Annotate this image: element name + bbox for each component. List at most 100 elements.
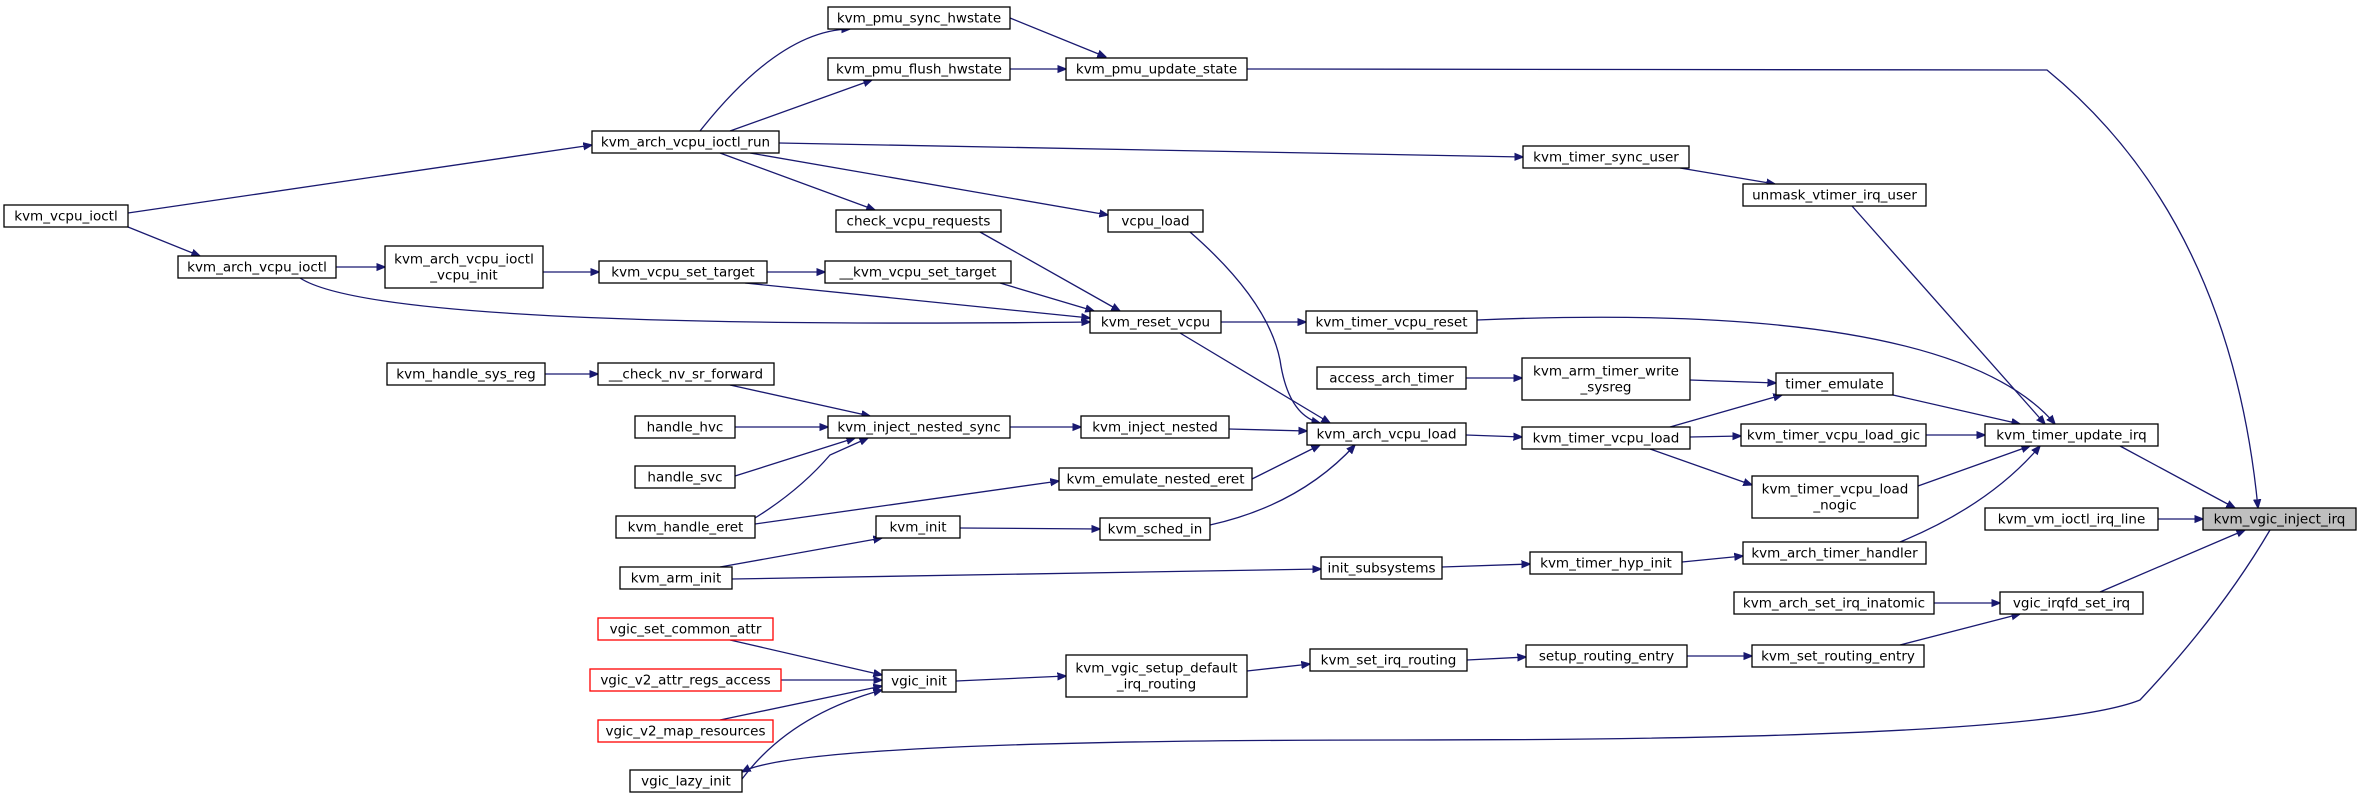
node-kvm_arch_vcpu_ioctl[interactable]: kvm_arch_vcpu_ioctl <box>177 255 337 279</box>
edge-kvm_arch_vcpu_ioctl_run-to-vcpu_load <box>749 152 1108 215</box>
node-kvm_set_routing_entry[interactable]: kvm_set_routing_entry <box>1751 644 1925 668</box>
node-unmask_vtimer_irq_user[interactable]: unmask_vtimer_irq_user <box>1742 183 1927 207</box>
node-kvm_sched_in[interactable]: kvm_sched_in <box>1099 517 1211 541</box>
edge-unmask_vtimer_irq_user-to-kvm_timer_update_irq <box>1851 205 2045 424</box>
node-kvm_set_irq_routing[interactable]: kvm_set_irq_routing <box>1309 648 1468 672</box>
edge-kvm_timer_hyp_init-to-kvm_arch_timer_handler <box>1681 556 1743 563</box>
node-box <box>1521 357 1691 401</box>
node-label: vgic_set_common_attr <box>610 622 762 638</box>
edge-vgic_v2_map_resources-to-vgic_init <box>719 686 882 721</box>
node-kvm_timer_vcpu_load[interactable]: kvm_timer_vcpu_load <box>1521 426 1691 450</box>
node-box <box>384 245 544 289</box>
node-box <box>881 669 957 693</box>
node-setup_routing_entry[interactable]: setup_routing_entry <box>1525 644 1688 668</box>
node-box <box>875 515 961 539</box>
node-box <box>597 719 774 743</box>
edge-vgic_set_common_attr-to-vgic_init <box>729 639 882 675</box>
node-label: kvm_timer_vcpu_load <box>1533 431 1680 447</box>
node-vgic_v2_map_resources[interactable]: vgic_v2_map_resources <box>597 719 774 743</box>
node-__check_nv_sr_forward[interactable]: __check_nv_sr_forward <box>597 362 775 386</box>
node-kvm_vcpu_set_target[interactable]: kvm_vcpu_set_target <box>598 260 768 284</box>
node-kvm_pmu_update_state[interactable]: kvm_pmu_update_state <box>1065 57 1248 81</box>
edge-kvm_timer_vcpu_load-to-kvm_timer_vcpu_load_nogic <box>1649 448 1752 485</box>
node-kvm_reset_vcpu[interactable]: kvm_reset_vcpu <box>1089 310 1222 334</box>
node-kvm_arm_init[interactable]: kvm_arm_init <box>619 566 733 590</box>
node-label: kvm_inject_nested_sync <box>837 420 1000 436</box>
node-box <box>629 769 743 793</box>
node-box <box>1316 366 1467 390</box>
node-kvm_pmu_sync_hwstate[interactable]: kvm_pmu_sync_hwstate <box>827 6 1011 30</box>
edge-vcpu_load-to-kvm_arch_vcpu_load <box>1189 231 1320 423</box>
node-vgic_v2_attr_regs_access[interactable]: vgic_v2_attr_regs_access <box>589 668 782 692</box>
node-kvm_timer_sync_user[interactable]: kvm_timer_sync_user <box>1522 145 1690 169</box>
node-kvm_handle_sys_reg[interactable]: kvm_handle_sys_reg <box>386 362 546 386</box>
node-__kvm_vcpu_set_target[interactable]: __kvm_vcpu_set_target <box>824 260 1012 284</box>
node-kvm_vm_ioctl_irq_line[interactable]: kvm_vm_ioctl_irq_line <box>1984 507 2159 531</box>
node-check_vcpu_requests[interactable]: check_vcpu_requests <box>835 209 1002 233</box>
node-kvm_timer_vcpu_load_gic[interactable]: kvm_timer_vcpu_load_gic <box>1740 423 1927 447</box>
node-box <box>591 130 780 154</box>
node-kvm_vcpu_ioctl[interactable]: kvm_vcpu_ioctl <box>3 204 129 228</box>
node-kvm_arm_timer_write_sysreg[interactable]: kvm_arm_timer_write_sysreg <box>1521 357 1691 401</box>
node-vgic_lazy_init[interactable]: vgic_lazy_init <box>629 769 743 793</box>
node-label: kvm_arch_vcpu_ioctl_run <box>601 135 770 151</box>
node-label: kvm_vcpu_ioctl <box>14 209 117 225</box>
node-kvm_handle_eret[interactable]: kvm_handle_eret <box>615 515 756 539</box>
node-kvm_timer_update_irq[interactable]: kvm_timer_update_irq <box>1984 423 2159 447</box>
node-label: kvm_vgic_inject_irq <box>2214 512 2346 528</box>
edge-kvm_handle_eret-to-kvm_inject_nested_sync <box>754 438 868 519</box>
node-kvm_timer_vcpu_reset[interactable]: kvm_timer_vcpu_reset <box>1305 310 1478 334</box>
edge-vgic_irqfd_set_irq-to-kvm_vgic_inject_irq <box>2099 530 2245 593</box>
node-box <box>1058 467 1253 491</box>
node-kvm_vgic_inject_irq[interactable]: kvm_vgic_inject_irq <box>2202 507 2357 531</box>
edge-kvm_arch_vcpu_load-to-kvm_timer_vcpu_load <box>1465 435 1522 437</box>
node-vgic_set_common_attr[interactable]: vgic_set_common_attr <box>597 617 774 641</box>
node-label: kvm_timer_sync_user <box>1533 150 1679 166</box>
node-kvm_inject_nested_sync[interactable]: kvm_inject_nested_sync <box>827 415 1011 439</box>
node-vgic_irqfd_set_irq[interactable]: vgic_irqfd_set_irq <box>1999 591 2144 615</box>
edge-vgic_init-to-kvm_vgic_setup_default_irq_routing <box>955 676 1066 682</box>
edge-kvm_pmu_sync_hwstate-to-kvm_pmu_update_state <box>1009 17 1106 57</box>
node-handle_svc[interactable]: handle_svc <box>634 465 736 489</box>
node-label: kvm_arch_vcpu_ioctl <box>187 260 327 276</box>
node-box <box>1320 556 1443 580</box>
node-access_arch_timer[interactable]: access_arch_timer <box>1316 366 1467 390</box>
node-kvm_timer_vcpu_load_nogic[interactable]: kvm_timer_vcpu_load_nogic <box>1751 475 1919 519</box>
node-kvm_vgic_setup_default_irq_routing[interactable]: kvm_vgic_setup_default_irq_routing <box>1065 654 1248 698</box>
node-kvm_inject_nested[interactable]: kvm_inject_nested <box>1080 415 1230 439</box>
node-kvm_emulate_nested_eret[interactable]: kvm_emulate_nested_eret <box>1058 467 1253 491</box>
node-box <box>1733 591 1935 615</box>
node-label: init_subsystems <box>1327 561 1435 577</box>
node-kvm_arch_vcpu_load[interactable]: kvm_arch_vcpu_load <box>1306 422 1467 446</box>
node-vcpu_load[interactable]: vcpu_load <box>1107 209 1204 233</box>
node-vgic_init[interactable]: vgic_init <box>881 669 957 693</box>
node-kvm_pmu_flush_hwstate[interactable]: kvm_pmu_flush_hwstate <box>827 57 1011 81</box>
node-handle_hvc[interactable]: handle_hvc <box>634 415 736 439</box>
node-label: kvm_arm_timer_write <box>1533 364 1679 380</box>
node-box <box>177 255 337 279</box>
node-init_subsystems[interactable]: init_subsystems <box>1320 556 1443 580</box>
node-box <box>634 465 736 489</box>
node-kvm_arch_timer_handler[interactable]: kvm_arch_timer_handler <box>1742 541 1927 565</box>
node-kvm_arch_set_irq_inatomic[interactable]: kvm_arch_set_irq_inatomic <box>1733 591 1935 615</box>
node-kvm_init[interactable]: kvm_init <box>875 515 961 539</box>
edge-kvm_set_routing_entry-to-vgic_irqfd_set_irq <box>1899 614 2020 646</box>
node-label: kvm_pmu_update_state <box>1076 62 1237 78</box>
edge-vgic_lazy_init-to-vgic_init <box>741 690 882 780</box>
node-label: kvm_arch_vcpu_ioctl <box>394 252 534 268</box>
edge-kvm_arch_vcpu_ioctl-to-kvm_reset_vcpu <box>299 277 1090 323</box>
edge-kvm_vgic_setup_default_irq_routing-to-kvm_set_irq_routing <box>1246 664 1310 672</box>
node-label: vgic_lazy_init <box>641 774 731 790</box>
node-kvm_arch_vcpu_ioctl_run[interactable]: kvm_arch_vcpu_ioctl_run <box>591 130 780 154</box>
node-label: kvm_handle_sys_reg <box>396 367 535 383</box>
node-label: vgic_v2_attr_regs_access <box>600 673 770 689</box>
node-box <box>1107 209 1204 233</box>
node-timer_emulate[interactable]: timer_emulate <box>1775 372 1894 396</box>
node-box <box>1751 475 1919 519</box>
node-kvm_timer_hyp_init[interactable]: kvm_timer_hyp_init <box>1529 551 1683 575</box>
node-kvm_arch_vcpu_ioctl_vcpu_init[interactable]: kvm_arch_vcpu_ioctl_vcpu_init <box>384 245 544 289</box>
node-box <box>1775 372 1894 396</box>
node-label: kvm_set_routing_entry <box>1761 649 1915 665</box>
edge-__check_nv_sr_forward-to-kvm_inject_nested_sync <box>729 384 870 416</box>
